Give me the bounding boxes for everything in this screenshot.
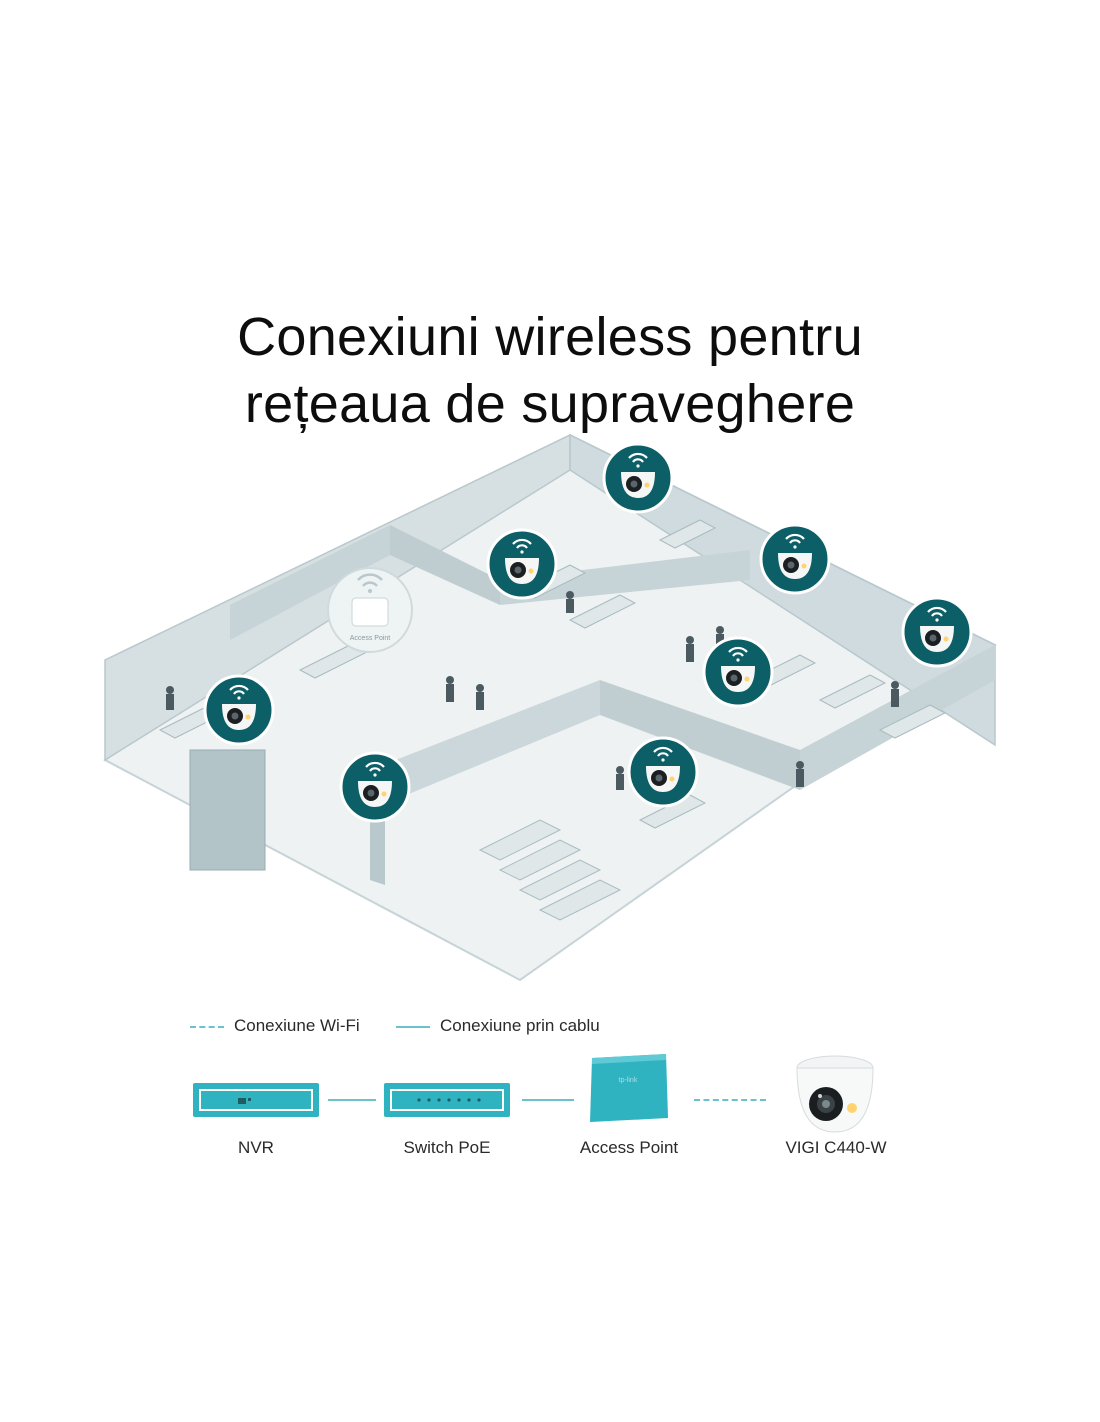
nvr-icon xyxy=(193,1083,319,1117)
office-illustration: Access Point xyxy=(103,433,997,982)
wifi-link xyxy=(694,1099,766,1101)
cable-link-2 xyxy=(522,1099,574,1101)
device-label-nvr: NVR xyxy=(238,1138,274,1157)
wifi-camera-badge xyxy=(203,674,275,746)
access-point-icon: tp-link xyxy=(590,1054,668,1122)
partition-4 xyxy=(600,680,800,790)
partition-1 xyxy=(230,525,390,640)
wifi-camera-badge xyxy=(901,596,973,668)
camera-icon xyxy=(796,1055,874,1133)
partition-5 xyxy=(370,680,600,810)
page-title: Conexiuni wireless pentru rețeaua de sup… xyxy=(0,304,1100,438)
wifi-camera-badge xyxy=(702,636,774,708)
partition-7 xyxy=(800,645,995,790)
title-line-1: Conexiuni wireless pentru xyxy=(237,307,863,368)
wifi-camera-badge xyxy=(627,736,699,808)
title-line-2: rețeaua de supraveghere xyxy=(244,374,856,435)
device-label-camera: VIGI C440-W xyxy=(785,1138,887,1157)
device-label-switch: Switch PoE xyxy=(403,1138,491,1157)
partition-2 xyxy=(390,525,500,605)
legend-wifi-label: Conexiune Wi-Fi xyxy=(234,1016,360,1035)
legend-cable-label: Conexiune prin cablu xyxy=(440,1016,600,1035)
svg-text:tp-link: tp-link xyxy=(619,1077,638,1084)
device-label-ap: Access Point xyxy=(579,1138,679,1157)
dashed-line-icon xyxy=(190,1025,224,1028)
legend-cable: Conexiune prin cablu xyxy=(396,1016,600,1036)
elevator xyxy=(189,749,266,871)
legend-wifi: Conexiune Wi-Fi xyxy=(190,1016,360,1036)
wifi-camera-badge xyxy=(759,523,831,595)
wifi-camera-badge xyxy=(602,442,674,514)
cable-link-1 xyxy=(328,1099,376,1101)
ceiling-access-point: Access Point xyxy=(327,567,413,653)
partition-3 xyxy=(500,550,750,605)
wifi-camera-badge xyxy=(339,751,411,823)
wifi-camera-badge xyxy=(486,528,558,600)
switch-icon xyxy=(384,1083,510,1117)
solid-line-icon xyxy=(396,1025,430,1028)
ceiling-ap-label: Access Point xyxy=(350,635,391,642)
